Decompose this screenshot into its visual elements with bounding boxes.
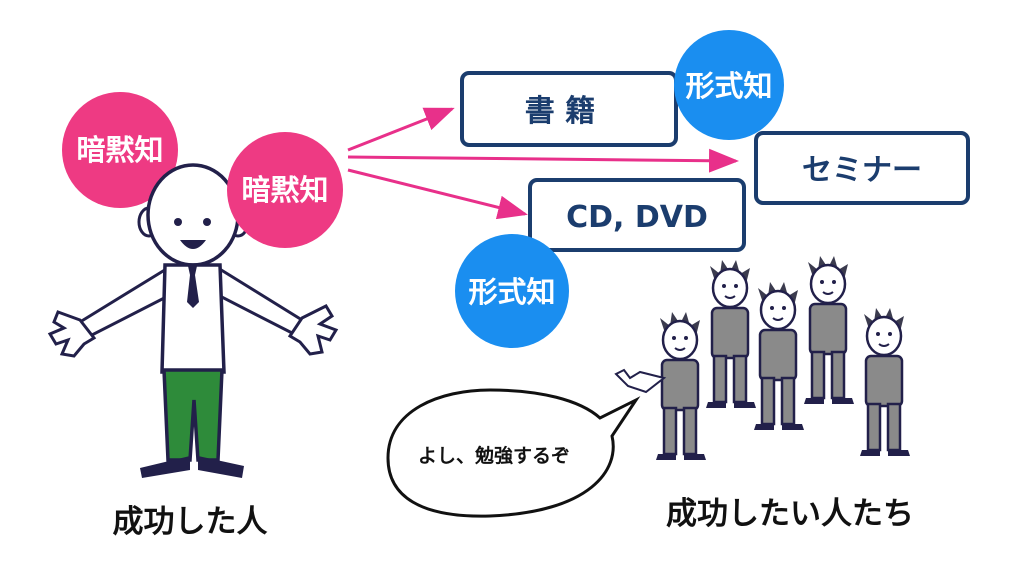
successful-person-caption: 成功した人 bbox=[113, 504, 268, 540]
tacit-knowledge-circle-right: 暗黙知 bbox=[227, 132, 343, 248]
speech-bubble: よし、勉強するぞ bbox=[386, 388, 641, 518]
explicit-knowledge-circle-bottom: 形式知 bbox=[455, 234, 569, 348]
explicit-knowledge-circle-top: 形式知 bbox=[674, 30, 784, 140]
arrow-to-seminar bbox=[347, 148, 739, 173]
arrow-to-books bbox=[347, 107, 455, 152]
tacit-knowledge-label: 暗黙知 bbox=[241, 173, 328, 207]
arrow-to-cd-dvd bbox=[347, 168, 528, 220]
books-label: 書 籍 bbox=[525, 94, 595, 129]
cd-dvd-box: CD, DVD bbox=[528, 178, 746, 252]
explicit-knowledge-label: 形式知 bbox=[685, 69, 772, 103]
aspiring-people-group bbox=[614, 254, 912, 462]
books-box: 書 籍 bbox=[460, 71, 678, 147]
seminar-box: セミナー bbox=[754, 131, 970, 205]
tacit-knowledge-circle-left: 暗黙知 bbox=[62, 92, 178, 208]
tacit-knowledge-label: 暗黙知 bbox=[76, 133, 163, 167]
explicit-knowledge-label: 形式知 bbox=[468, 275, 555, 309]
speech-bubble-text: よし、勉強するぞ bbox=[418, 444, 570, 467]
cd-dvd-label: CD, DVD bbox=[566, 200, 708, 235]
successful-person-figure bbox=[47, 163, 339, 478]
aspiring-people-caption: 成功したい人たち bbox=[666, 496, 914, 532]
seminar-label: セミナー bbox=[802, 153, 922, 188]
